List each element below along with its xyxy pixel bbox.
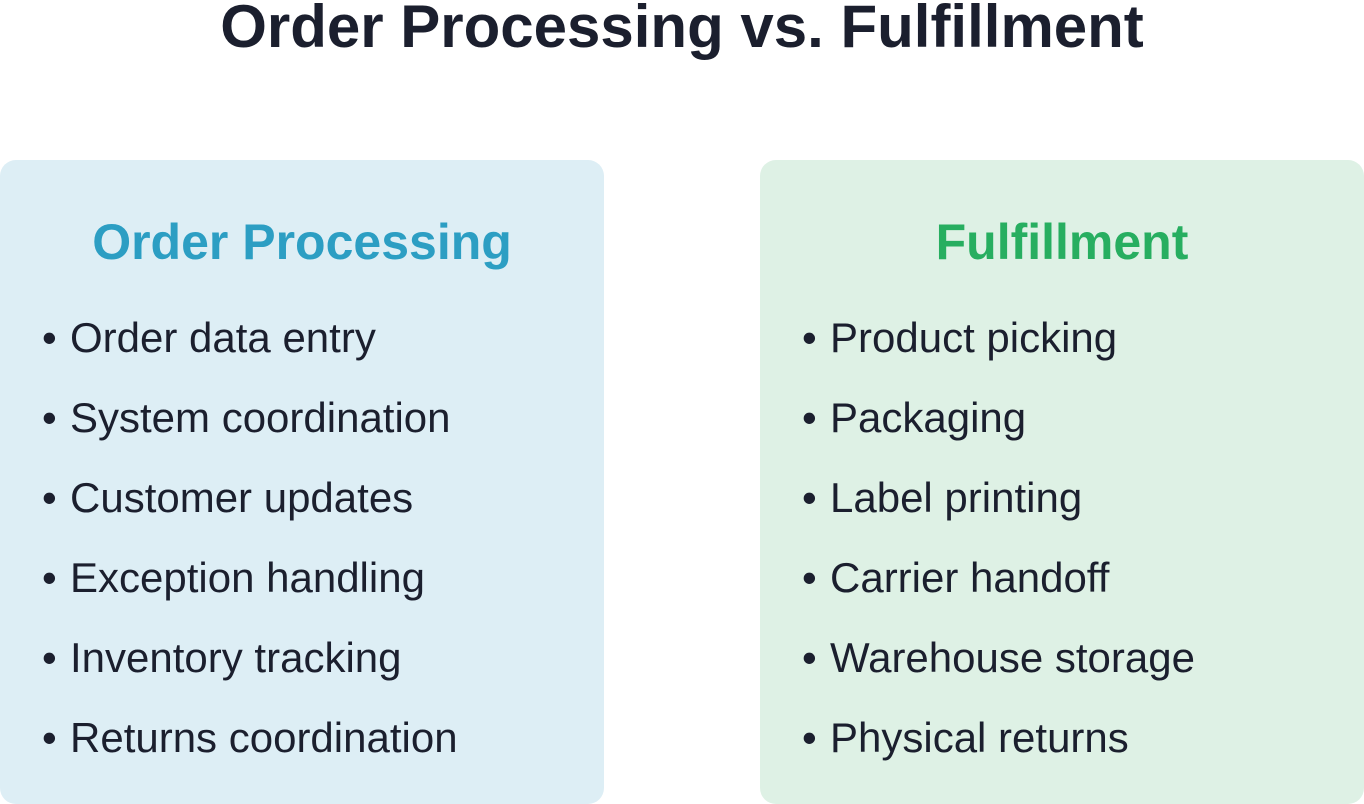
- list-item: • System coordination: [42, 390, 458, 470]
- bullet-icon: •: [802, 474, 817, 521]
- list-item: • Carrier handoff: [802, 550, 1195, 630]
- order-processing-panel: Order Processing • Order data entry • Syst…: [0, 160, 604, 804]
- list-item-label: Carrier handoff: [830, 554, 1110, 601]
- list-item: • Physical returns: [802, 710, 1195, 790]
- list-item-label: Inventory tracking: [70, 634, 402, 681]
- bullet-icon: •: [42, 394, 57, 441]
- list-item-label: Physical returns: [830, 714, 1129, 761]
- list-item-label: Exception handling: [70, 554, 425, 601]
- bullet-icon: •: [802, 634, 817, 681]
- bullet-icon: •: [802, 394, 817, 441]
- bullet-icon: •: [802, 714, 817, 761]
- panel-heading: Fulfillment: [935, 214, 1189, 270]
- bullet-icon: •: [802, 554, 817, 601]
- list-item: • Packaging: [802, 390, 1195, 470]
- bullet-icon: •: [42, 714, 57, 761]
- list-item: • Inventory tracking: [42, 630, 458, 710]
- list-item-label: Returns coordination: [70, 714, 458, 761]
- list-item-label: Label printing: [830, 474, 1083, 521]
- list-item: • Order data entry: [42, 310, 458, 390]
- bullet-icon: •: [42, 634, 57, 681]
- list-item: • Warehouse storage: [802, 630, 1195, 710]
- list-item-label: System coordination: [70, 394, 451, 441]
- list-item-label: Customer updates: [70, 474, 414, 521]
- bullet-icon: •: [42, 474, 57, 521]
- list-item: • Product picking: [802, 310, 1195, 390]
- fulfillment-panel: Fulfillment • Product picking • Packaging …: [760, 160, 1364, 804]
- list-item-label: Product picking: [830, 314, 1118, 361]
- order-processing-list: • Order data entry • System coordination •…: [42, 310, 458, 790]
- list-item-label: Warehouse storage: [830, 634, 1195, 681]
- page-title: Order Processing vs. Fulfillment: [220, 0, 1144, 60]
- list-item-label: Packaging: [830, 394, 1027, 441]
- panel-heading: Order Processing: [92, 214, 512, 270]
- list-item: • Returns coordination: [42, 710, 458, 790]
- fulfillment-list: • Product picking • Packaging • Label print…: [802, 310, 1195, 790]
- bullet-icon: •: [42, 314, 57, 361]
- bullet-icon: •: [802, 314, 817, 361]
- list-item: • Label printing: [802, 470, 1195, 550]
- list-item: • Exception handling: [42, 550, 458, 630]
- list-item: • Customer updates: [42, 470, 458, 550]
- bullet-icon: •: [42, 554, 57, 601]
- list-item-label: Order data entry: [70, 314, 376, 361]
